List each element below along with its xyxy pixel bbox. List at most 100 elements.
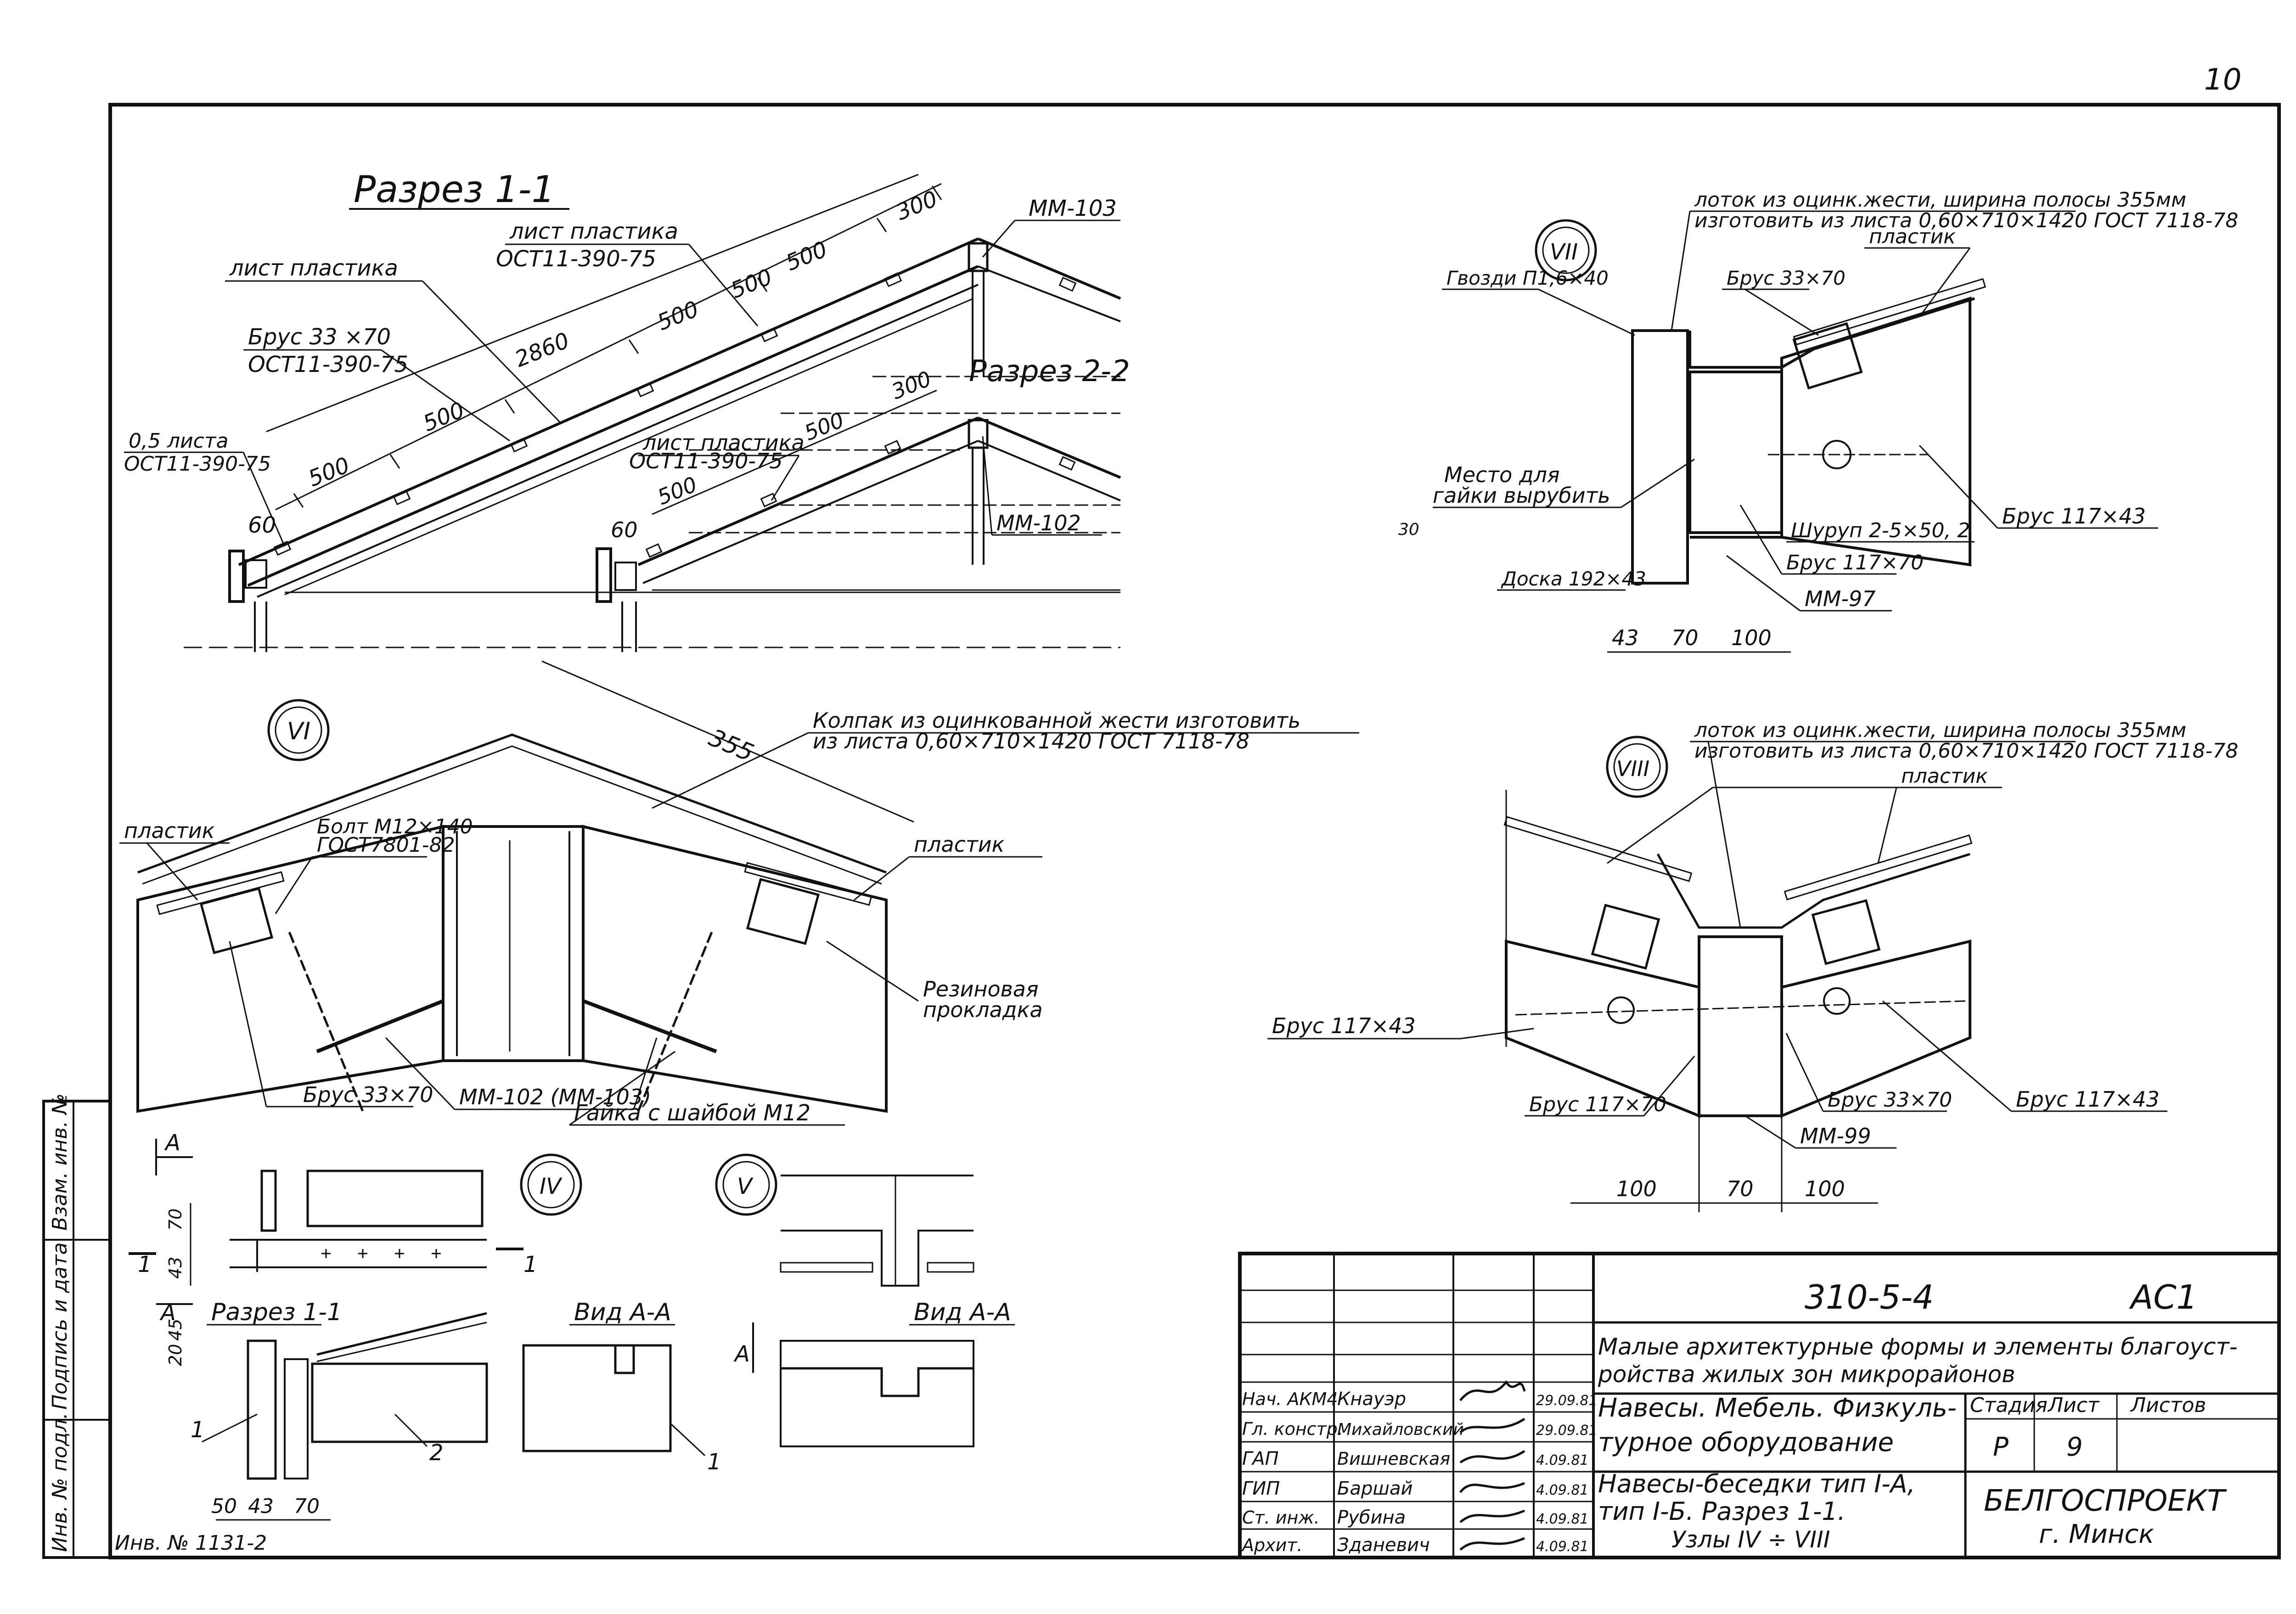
stamp-subject: Навесы. Мебель. Физкуль- [1598, 1393, 1957, 1423]
node-6-label-bolt-gost: ГОСТ7801-82 [317, 833, 455, 857]
s22-dim-500-a: 500 [654, 472, 701, 510]
person-role: ГИП [1242, 1478, 1280, 1499]
s22-dim-60: 60 [611, 517, 638, 542]
inventory-number: Инв. № 1131-2 [115, 1531, 267, 1555]
node-7-label-place: Место для [1444, 462, 1560, 487]
node-6-label-rubber2: прокладка [923, 997, 1043, 1022]
side-columns: Взам. инв. № Подпись и дата Инв. № подл. [42, 1093, 112, 1559]
s11-label-mm103: ММ-103 [1029, 196, 1117, 221]
s11-label-plastic-top: лист пластика [509, 219, 678, 244]
node-7-label-plastic: пластик [1869, 225, 1956, 248]
node-8-label-plastic: пластик [1901, 765, 1988, 788]
person-name: Кнауэр [1337, 1389, 1406, 1410]
node-7-dim-43: 43 [1612, 625, 1639, 650]
title-block: 310-5-4 АС1 Малые архитектурные формы и … [1238, 1252, 2281, 1559]
node-8-dim-70: 70 [1727, 1176, 1754, 1201]
s22-dim-300: 300 [888, 366, 935, 404]
s11-label-ost-beam: ОСТ11-390-75 [248, 352, 408, 377]
side-col-replaced: Взам. инв. № [48, 1093, 72, 1231]
node-6-label-beam: Брус 33×70 [303, 1082, 433, 1107]
s11-dim-300: 300 [893, 186, 941, 225]
node-6-mark: VI [287, 718, 310, 745]
person-date: 29.09.81 [1536, 1393, 1598, 1409]
node-6-label-bolt: Болт М12×140 [317, 815, 473, 838]
person-role: Ст. инж. [1242, 1507, 1320, 1528]
person-role: Нач. АКМ4 [1242, 1389, 1338, 1409]
node-7-label-gutter2: изготовить из листа 0,60×710×1420 ГОСТ 7… [1694, 209, 2238, 232]
node-4-view: Вид А-А [574, 1299, 671, 1326]
node-6-label-cap: Колпак из оцинкованной жести изготовить [813, 708, 1300, 733]
node-8-label-gutter: лоток из оцинк.жести, ширина полосы 355м… [1694, 719, 2186, 742]
node-6-label-rubber: Резиновая [923, 977, 1039, 1001]
node-4-arrow-a-top: А [164, 1130, 180, 1156]
node-7-label-board: Доска 192×43 [1501, 568, 1646, 590]
s11-dim-500-e: 500 [782, 236, 831, 276]
node-8-label-mm99: ММ-99 [1800, 1124, 1871, 1148]
node-7-label-beam33: Брус 33×70 [1727, 267, 1846, 289]
node-4-dim-20: 20 [165, 1344, 186, 1366]
person-date: 4.09.81 [1536, 1452, 1589, 1468]
node-6-label-cap2: из листа 0,60×710×1420 ГОСТ 7118-78 [813, 729, 1249, 754]
node-6-label-mm: ММ-102 (ММ-103) [459, 1085, 651, 1109]
node-8-mark: VIII [1616, 756, 1649, 781]
person-date: 29.09.81 [1536, 1423, 1598, 1439]
s11-dim-500-b: 500 [420, 397, 468, 437]
stamp-sheet-mark: АС1 [2129, 1278, 2197, 1316]
s11-label-half-sheet: 0,5 листа [129, 429, 228, 453]
section-2-2-title: Разрез 2-2 [969, 354, 1130, 388]
node-4-dim-70: 70 [165, 1209, 186, 1231]
stamp-project: Малые архитектурные формы и элементы бла… [1598, 1333, 2238, 1360]
node-8: VIII 100 70 100 лоток из оцинк.жести, ши… [1267, 719, 2238, 1212]
node-5-view: Вид А-А [914, 1299, 1011, 1326]
stamp-sheet: 9 [2066, 1432, 2083, 1462]
s11-dim-500-a: 500 [305, 452, 354, 492]
person-name: Вишневская [1337, 1449, 1450, 1469]
node-7-dim-70: 70 [1671, 625, 1699, 650]
stamp-col-sheets: Листов [2130, 1394, 2206, 1417]
node-4-dim-70h: 70 [294, 1495, 320, 1518]
node-7-label-place2: гайки вырубить [1433, 483, 1610, 508]
stamp-code: 310-5-4 [1805, 1278, 1934, 1316]
node-7-dim-30: 30 [1398, 520, 1419, 539]
node-4-pos-2: 2 [429, 1440, 444, 1466]
node-4-section: Разрез 1-1 [211, 1299, 342, 1326]
node-6-label-nut: Гайка с шайбой М12 [574, 1100, 810, 1126]
node-4-cut-1-left: 1 [138, 1252, 152, 1277]
s11-label-beam: Брус 33 ×70 [248, 324, 391, 350]
stamp-subject2: турное оборудование [1598, 1428, 1894, 1457]
sheet-frame [108, 103, 2281, 1559]
section-1-1: Разрез 1-1 [124, 168, 1121, 652]
stamp-project2: ройства жилых зон микрорайонов [1598, 1361, 2015, 1388]
stamp-stage: Р [1993, 1432, 2009, 1462]
node-7-label-gutter: лоток из оцинк.жести, ширина полосы 355м… [1694, 188, 2186, 212]
node-4-mark: IV [540, 1174, 563, 1199]
node-7-dim-100: 100 [1731, 625, 1772, 650]
node-5: V А Вид А-А [715, 1153, 1015, 1447]
node-4-dim-43h: 43 [248, 1495, 274, 1518]
person-date: 4.09.81 [1536, 1482, 1589, 1498]
stamp-col-stage: Стадия [1970, 1394, 2048, 1417]
person-name: Зданевич [1337, 1535, 1430, 1556]
node-4-dim-43: 43 [165, 1257, 186, 1279]
node-4-dim-50: 50 [211, 1495, 237, 1518]
node-4-cut-1-right: 1 [523, 1252, 538, 1277]
stamp-drawing: Навесы-беседки тип I-А, [1598, 1469, 1915, 1498]
stamp-drawing3: Узлы IV ÷ VIII [1671, 1526, 1830, 1553]
node-8-label-beam-left70: Брус 117×70 [1529, 1093, 1666, 1116]
node-7-label-nails: Гвозди П1,6×40 [1446, 267, 1609, 289]
stamp-drawing2: тип I-Б. Разрез 1-1. [1598, 1497, 1846, 1526]
s11-label-ost-half: ОСТ11-390-75 [124, 452, 271, 476]
person-date: 4.09.81 [1536, 1539, 1589, 1555]
node-8-dim-100-b: 100 [1805, 1176, 1845, 1201]
person-name: Михайловский [1337, 1420, 1464, 1439]
node-4-dim-45: 45 [165, 1319, 186, 1341]
s22-label-ost: ОСТ11-390-75 [629, 449, 783, 473]
node-5-mark: V [737, 1174, 754, 1199]
node-4-pos-1-right: 1 [707, 1449, 721, 1475]
node-8-label-beam-left: Брус 117×43 [1272, 1013, 1416, 1038]
stamp-people: Нач. АКМ4 Кнауэр 29.09.81 Гл. констр. Ми… [1241, 1389, 1598, 1556]
person-role: Архит. [1241, 1535, 1303, 1555]
s22-label-plastic: лист пластика [642, 430, 805, 455]
person-name: Рубина [1337, 1507, 1406, 1528]
